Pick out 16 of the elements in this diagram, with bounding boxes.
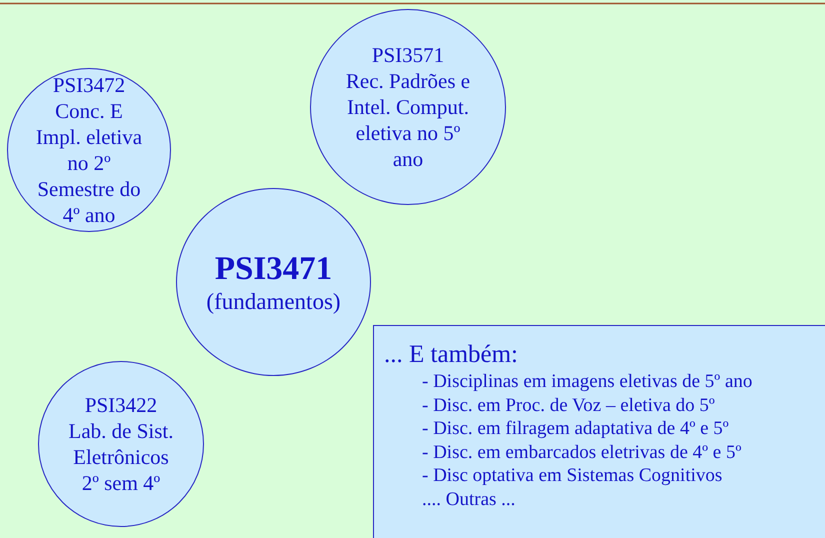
note-item: - Disc. em filragem adaptativa de 4º e 5º	[421, 417, 730, 440]
note-heading: ... E também:	[384, 340, 519, 370]
course-description: Rec. Padrões e Intel. Comput. eletiva no 5º ano	[344, 68, 472, 172]
note-item: - Disc. em embarcados eletrivas de 4º e 5º	[421, 440, 742, 464]
course-code: PSI3571	[372, 42, 444, 68]
note-item: .... Outras ...	[421, 488, 516, 511]
note-item: - Disc. em Proc. de Voz – eletiva do 5º	[421, 394, 716, 417]
course-code: PSI3471	[214, 250, 332, 289]
note-item: - Disciplinas em imagens eletivas de 5º ano	[421, 370, 754, 394]
course-description: Conc. E Impl. eletiva no 2º Semestre do 4º ano	[35, 98, 143, 228]
note-item: - Disc optativa em Sistemas Cognitivos	[421, 464, 724, 488]
course-description: Lab. de Sist. Eletrônicos 2º sem 4º	[68, 418, 174, 496]
course-code: PSI3422	[84, 392, 158, 418]
course-description: (fundamentos)	[206, 289, 341, 315]
course-code: PSI3472	[52, 72, 126, 98]
note-box	[373, 325, 825, 538]
